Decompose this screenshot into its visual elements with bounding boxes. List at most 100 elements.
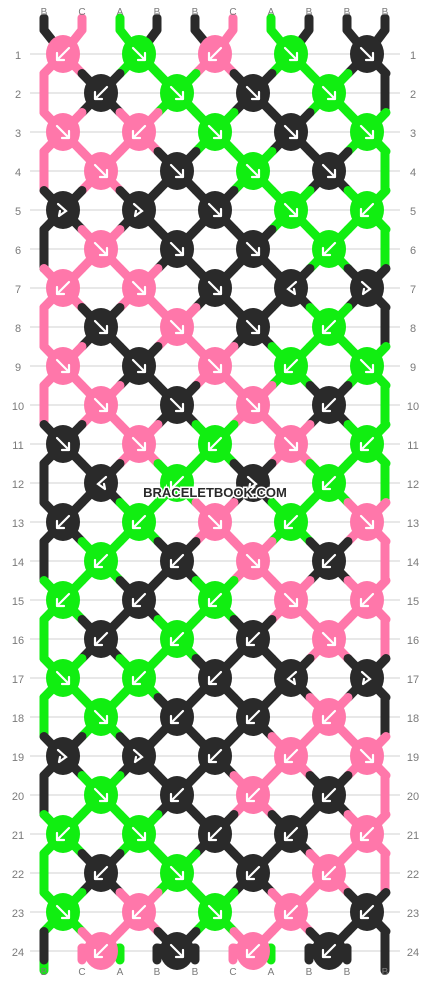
row-label-left: 5 — [15, 206, 21, 218]
strand-label-bottom: B — [41, 967, 48, 978]
strand-label-bottom: C — [229, 967, 236, 978]
knot — [198, 503, 232, 541]
knot — [198, 269, 232, 307]
knot — [236, 854, 270, 892]
knot-direction-arrow-icon — [169, 85, 185, 101]
knot-direction-arrow-icon — [359, 436, 375, 452]
knot-direction-arrow-icon — [131, 592, 147, 608]
knot — [274, 737, 308, 775]
knot — [236, 542, 270, 580]
knot-direction-arrow-icon — [321, 241, 337, 257]
row-label-right: 8 — [410, 323, 416, 335]
knot-direction-arrow-icon — [207, 436, 223, 452]
knot-direction-arrow-icon — [321, 475, 337, 491]
knot-direction-arrow-icon — [207, 826, 223, 842]
knot — [236, 620, 270, 658]
knot-direction-arrow-icon — [93, 553, 109, 569]
knot — [312, 74, 346, 112]
knot — [312, 776, 346, 814]
knot — [312, 386, 346, 424]
row-label-left: 17 — [12, 674, 24, 686]
knot-body — [46, 191, 80, 229]
knot-direction-arrow-icon — [321, 631, 337, 647]
knot — [350, 191, 384, 229]
knot — [122, 269, 156, 307]
row-label-right: 10 — [407, 401, 419, 413]
knot-direction-arrow-icon — [55, 592, 71, 608]
row-label-left: 19 — [12, 752, 24, 764]
knot — [350, 893, 384, 931]
knot-direction-arrow-icon — [93, 631, 109, 647]
knot — [84, 854, 118, 892]
knot-body — [122, 737, 156, 775]
knot — [198, 347, 232, 385]
row-label-right: 1 — [410, 50, 416, 62]
knot-direction-arrow-icon — [359, 358, 375, 374]
knot — [46, 113, 80, 151]
knot — [312, 932, 346, 970]
knot — [312, 152, 346, 190]
knot-direction-arrow-icon — [207, 358, 223, 374]
knot — [312, 620, 346, 658]
knot-direction-arrow-icon — [360, 670, 372, 686]
knot — [198, 815, 232, 853]
knot-direction-arrow-icon — [245, 787, 261, 803]
knot — [84, 698, 118, 736]
knot-direction-arrow-icon — [96, 475, 108, 491]
row-label-right: 20 — [407, 791, 419, 803]
knot-direction-arrow-icon — [131, 436, 147, 452]
knot-direction-arrow-icon — [93, 85, 109, 101]
knot — [46, 893, 80, 931]
knot — [84, 464, 118, 502]
knot-grid — [46, 35, 384, 970]
knot-direction-arrow-icon — [55, 124, 71, 140]
knot-direction-arrow-icon — [207, 202, 223, 218]
knot-direction-arrow-icon — [359, 826, 375, 842]
knot-direction-arrow-icon — [55, 436, 71, 452]
row-label-left: 2 — [15, 89, 21, 101]
row-label-left: 12 — [12, 479, 24, 491]
knot — [274, 35, 308, 73]
knot — [198, 113, 232, 151]
knot-direction-arrow-icon — [283, 202, 299, 218]
strand-label-top: B — [154, 7, 161, 18]
knot — [84, 542, 118, 580]
knot — [236, 386, 270, 424]
knot — [84, 386, 118, 424]
knot-direction-arrow-icon — [131, 358, 147, 374]
row-label-left: 7 — [15, 284, 21, 296]
row-label-right: 17 — [407, 674, 419, 686]
knot-body — [236, 464, 270, 502]
strand-label-top: B — [344, 7, 351, 18]
knot — [122, 425, 156, 463]
knot — [84, 776, 118, 814]
knot-direction-arrow-icon — [93, 709, 109, 725]
row-label-left: 16 — [12, 635, 24, 647]
knot-direction-arrow-icon — [131, 904, 147, 920]
knot-direction-arrow-icon — [283, 826, 299, 842]
knot-direction-arrow-icon — [359, 124, 375, 140]
knot — [236, 932, 270, 970]
knot-direction-arrow-icon — [359, 748, 375, 764]
knot-direction-arrow-icon — [283, 748, 299, 764]
knot — [46, 503, 80, 541]
knot — [274, 503, 308, 541]
knot — [198, 425, 232, 463]
knot-direction-arrow-icon — [207, 748, 223, 764]
row-label-right: 12 — [407, 479, 419, 491]
strand-label-top: A — [268, 7, 275, 18]
knot-direction-arrow-icon — [359, 202, 375, 218]
knot — [350, 347, 384, 385]
knot-direction-arrow-icon — [169, 865, 185, 881]
knot-direction-arrow-icon — [283, 46, 299, 62]
knot — [274, 269, 308, 307]
knot-direction-arrow-icon — [321, 163, 337, 179]
knot-direction-arrow-icon — [245, 553, 261, 569]
knot-direction-arrow-icon — [245, 865, 261, 881]
knot — [46, 581, 80, 619]
row-label-left: 23 — [12, 908, 24, 920]
knot — [350, 35, 384, 73]
knot-direction-arrow-icon — [246, 475, 258, 491]
